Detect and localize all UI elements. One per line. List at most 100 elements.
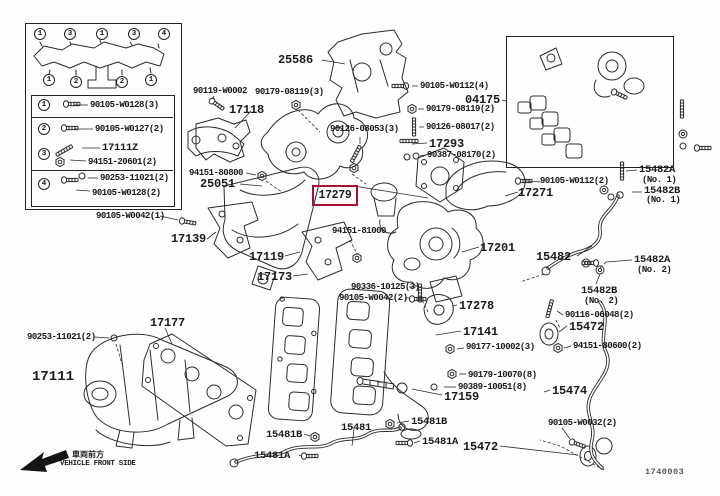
legend-part-number: 90105-W0128(3) [90, 100, 159, 110]
part-label-17111: 17111 [32, 369, 75, 385]
part-sublabel-no1: (No. 1) [642, 175, 677, 185]
part-label-15481B-left: 15481B [266, 429, 303, 441]
part-bracket-17139 [207, 201, 259, 259]
legend-callout: 2 [70, 76, 82, 88]
part-label-17118: 17118 [229, 103, 265, 117]
legend-part-number: 90105-W0127(2) [95, 124, 164, 134]
part-label-90105-W0042-2: 90105-W0042(2) [339, 293, 408, 303]
part-label-94151-80800: 94151-80800 [189, 168, 243, 178]
part-sublabel-no2: (No. 2) [637, 265, 672, 275]
part-label-90179-10070: 90179-10070(8) [468, 370, 537, 380]
part-label-17173: 17173 [257, 270, 293, 284]
part-label-15482A-no1: 15482A [639, 164, 676, 176]
part-label-90105-W0042-1: 90105-W0042(1) [96, 211, 165, 221]
legend-row-num: 4 [38, 178, 50, 190]
part-label-90105-W0032: 90105-W0032(2) [548, 418, 617, 428]
part-bracket-17118 [195, 117, 251, 163]
part-manifold-gasket [267, 296, 321, 422]
part-label-04175: 04175 [465, 93, 501, 107]
legend-callout: 1 [43, 74, 55, 86]
part-label-15481: 15481 [341, 422, 372, 434]
part-heat-insulator-17271 [445, 160, 526, 211]
part-egr-valve [370, 182, 398, 234]
part-label-90387-08170: 90387-08170(2) [427, 150, 496, 160]
legend-box [25, 23, 182, 210]
leader-lines [69, 59, 642, 457]
legend-part-number: 90105-W0128(2) [92, 188, 161, 198]
part-label-90116-06048: 90116-06048(2) [565, 310, 634, 320]
legend-callout: 1 [34, 28, 46, 40]
legend-mini-manifold [33, 39, 165, 89]
part-label-15481A-right: 15481A [422, 436, 459, 448]
part-label-90126-08053: 90126-08053(3) [330, 124, 399, 134]
part-label-94151-81000: 94151-81000 [332, 226, 386, 236]
legend-part-number: 90253-11021(2) [100, 173, 169, 183]
part-label-90389-10051: 90389-10051(8) [458, 382, 527, 392]
highlighted-part-box-17279: 17279 [312, 185, 358, 206]
inset-gasket-kit-04175 [517, 47, 645, 159]
part-label-90126-08017: 90126-08017(2) [426, 122, 495, 132]
figure-code: 1740003 [645, 467, 685, 477]
legend-callout: 2 [116, 76, 128, 88]
legend-divider-2 [31, 170, 173, 171]
part-label-17278: 17278 [459, 299, 495, 313]
part-gasket-17177 [141, 333, 257, 447]
legend-divider-1 [31, 117, 173, 118]
legend-callout: 1 [96, 28, 108, 40]
legend-row-num: 1 [38, 99, 50, 111]
part-label-94151-80600: 94151-80600(2) [573, 341, 642, 351]
part-catalytic-converter-25051 [222, 103, 369, 291]
dashed-leaders [115, 109, 607, 471]
part-arm-94151 [187, 126, 245, 157]
part-bracket-17119 [301, 221, 353, 281]
legend-callout: 4 [158, 28, 170, 40]
part-label-15482A-no2: 15482A [634, 254, 671, 266]
part-label-15474: 15474 [552, 384, 588, 398]
part-label-15482B-no1: 15482B [644, 185, 681, 197]
part-sublabel-no1b: (No. 1) [646, 195, 681, 205]
part-gasket-17278 [423, 294, 454, 325]
legend-part-number: 94151-20601(2) [88, 157, 157, 167]
legend-table [31, 95, 175, 207]
part-label-17271: 17271 [518, 186, 554, 200]
legend-callout: 3 [64, 28, 76, 40]
part-label-25586: 25586 [278, 53, 314, 67]
part-label-90119-W0002: 90119-W0002 [193, 86, 247, 96]
part-label-90105-W0112-2: 90105-W0112(2) [540, 176, 609, 186]
front-note-japanese: 車両前方 [72, 450, 104, 459]
part-label-15482: 15482 [536, 250, 572, 264]
part-label-15472-mid: 15472 [569, 320, 605, 334]
part-exhaust-manifold-17141 [330, 288, 429, 440]
part-label-17139: 17139 [171, 232, 207, 246]
part-gasket-15472-mid [539, 322, 559, 346]
part-label-15481B-right: 15481B [411, 416, 448, 428]
legend-part-number: 17111Z [102, 142, 139, 154]
part-label-90105-W0112-4: 90105-W0112(4) [420, 81, 489, 91]
part-heat-insulator-25586 [327, 29, 409, 119]
part-intake-manifold-17111 [83, 333, 238, 449]
legend-callout: 3 [128, 28, 140, 40]
part-label-90253-11021: 90253-11021(2) [27, 332, 96, 342]
legend-row-num: 3 [38, 148, 50, 160]
part-label-17177: 17177 [150, 316, 186, 330]
part-label-17141: 17141 [463, 325, 499, 339]
part-label-17293: 17293 [429, 137, 465, 151]
part-label-17201: 17201 [480, 241, 516, 255]
part-label-15482B-no2: 15482B [581, 285, 618, 297]
part-label-15472-lower: 15472 [463, 440, 499, 454]
part-label-15481A-left: 15481A [254, 450, 291, 462]
water-oil-pipes [229, 191, 624, 470]
part-union-17159 [356, 376, 408, 394]
part-label-17119: 17119 [249, 250, 285, 264]
part-sublabel-no2b: (No. 2) [584, 296, 619, 306]
part-label-25051: 25051 [200, 177, 236, 191]
part-label-90336-10125: 90336-10125(3) [351, 282, 420, 292]
legend-row-num: 2 [38, 123, 50, 135]
inset-box-04175 [506, 36, 674, 168]
part-label-90179-08119-3: 90179-08119(3) [255, 87, 324, 97]
part-label-90179-08119-2: 90179-08119(2) [426, 104, 495, 114]
part-label-17159: 17159 [444, 390, 480, 404]
part-label-90177-10002: 90177-10002(3) [466, 342, 535, 352]
